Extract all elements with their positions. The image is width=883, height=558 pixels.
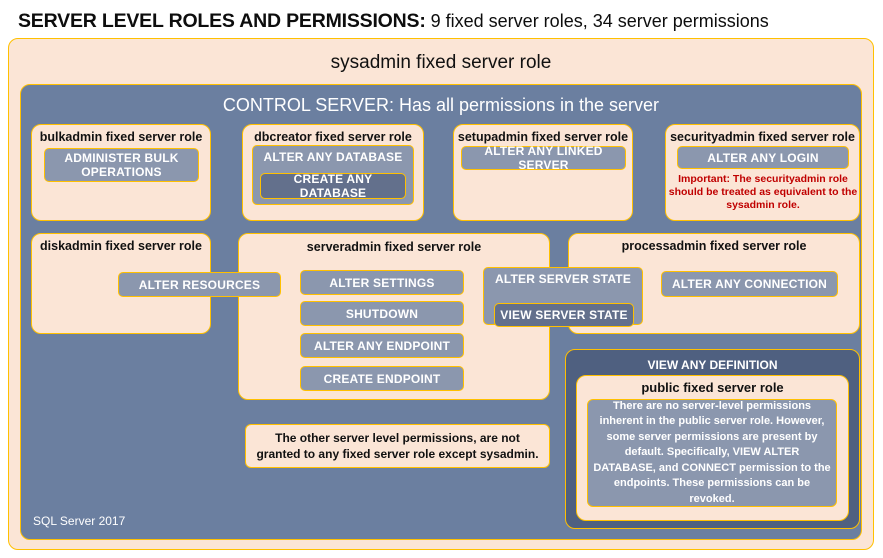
permission-alter-resources: ALTER RESOURCES: [118, 272, 281, 297]
permission-create-endpoint: CREATE ENDPOINT: [300, 366, 464, 391]
role-label-dbcreator: dbcreator fixed server role: [254, 130, 412, 144]
footer-version: SQL Server 2017: [33, 514, 126, 528]
control-server-label: CONTROL SERVER: Has all permissions in t…: [222, 95, 660, 115]
role-box-setupadmin: setupadmin fixed server role: [453, 124, 633, 221]
role-label-diskadmin: diskadmin fixed server role: [40, 239, 202, 253]
role-label-serveradmin: serveradmin fixed server role: [306, 240, 482, 254]
permission-alter-any-endpoint-label: ALTER ANY ENDPOINT: [313, 338, 451, 353]
permission-alter-any-linked-server: ALTER ANY LINKED SERVER: [461, 144, 626, 172]
role-label-securityadmin: securityadmin fixed server role: [670, 130, 855, 144]
permission-alter-any-connection-label: ALTER ANY CONNECTION: [671, 277, 828, 291]
permission-alter-any-linked-server-label: ALTER ANY LINKED SERVER: [484, 144, 603, 172]
page-title: SERVER LEVEL ROLES AND PERMISSIONS: 9 fi…: [18, 8, 868, 34]
permission-alter-server-state-label: ALTER SERVER STATE: [494, 272, 632, 286]
page-title-strong: SERVER LEVEL ROLES AND PERMISSIONS:: [18, 10, 426, 32]
permission-create-any-database-label: CREATE ANY DATABASE: [293, 172, 373, 200]
permission-alter-settings-label: ALTER SETTINGS: [329, 275, 435, 290]
permission-view-any-definition-label: VIEW ANY DEFINITION: [647, 358, 778, 372]
permission-alter-any-database-label: ALTER ANY DATABASE: [263, 150, 403, 164]
permission-create-endpoint-label: CREATE ENDPOINT: [323, 371, 441, 386]
permission-alter-any-login: ALTER ANY LOGIN: [677, 146, 849, 169]
permission-alter-resources-label: ALTER RESOURCES: [138, 277, 261, 292]
role-label-public: public fixed server role: [641, 380, 784, 395]
role-box-securityadmin: securityadmin fixed server role: [665, 124, 860, 221]
role-box-diskadmin: diskadmin fixed server role: [31, 233, 211, 334]
permission-alter-any-endpoint: ALTER ANY ENDPOINT: [300, 333, 464, 358]
permission-line-2: OPERATIONS: [81, 165, 162, 179]
role-label-setupadmin: setupadmin fixed server role: [457, 130, 629, 144]
permission-view-server-state: VIEW SERVER STATE: [494, 303, 634, 327]
permission-alter-settings: ALTER SETTINGS: [300, 270, 464, 295]
permission-alter-any-login-label: ALTER ANY LOGIN: [707, 150, 819, 165]
role-label-processadmin: processadmin fixed server role: [621, 239, 807, 253]
permission-alter-any-connection: ALTER ANY CONNECTION: [661, 271, 838, 297]
page-title-sub: 9 fixed server roles, 34 server permissi…: [425, 11, 769, 31]
permission-create-any-database: CREATE ANY DATABASE: [260, 172, 406, 200]
securityadmin-important-note: Important: The securityadmin role should…: [668, 173, 858, 211]
permission-administer-bulk-operations: ADMINISTER BULK OPERATIONS: [44, 148, 199, 182]
permission-view-server-state-label: VIEW SERVER STATE: [500, 308, 628, 322]
permission-shutdown-label: SHUTDOWN: [345, 306, 419, 321]
permission-shutdown: SHUTDOWN: [300, 301, 464, 326]
public-role-note: There are no server-level permissions in…: [587, 399, 837, 507]
other-permissions-note: The other server level permissions, are …: [245, 424, 550, 468]
sysadmin-role-label: sysadmin fixed server role: [330, 52, 552, 73]
role-label-bulkadmin: bulkadmin fixed server role: [39, 130, 203, 144]
permission-line-1: ADMINISTER BULK: [64, 151, 179, 165]
